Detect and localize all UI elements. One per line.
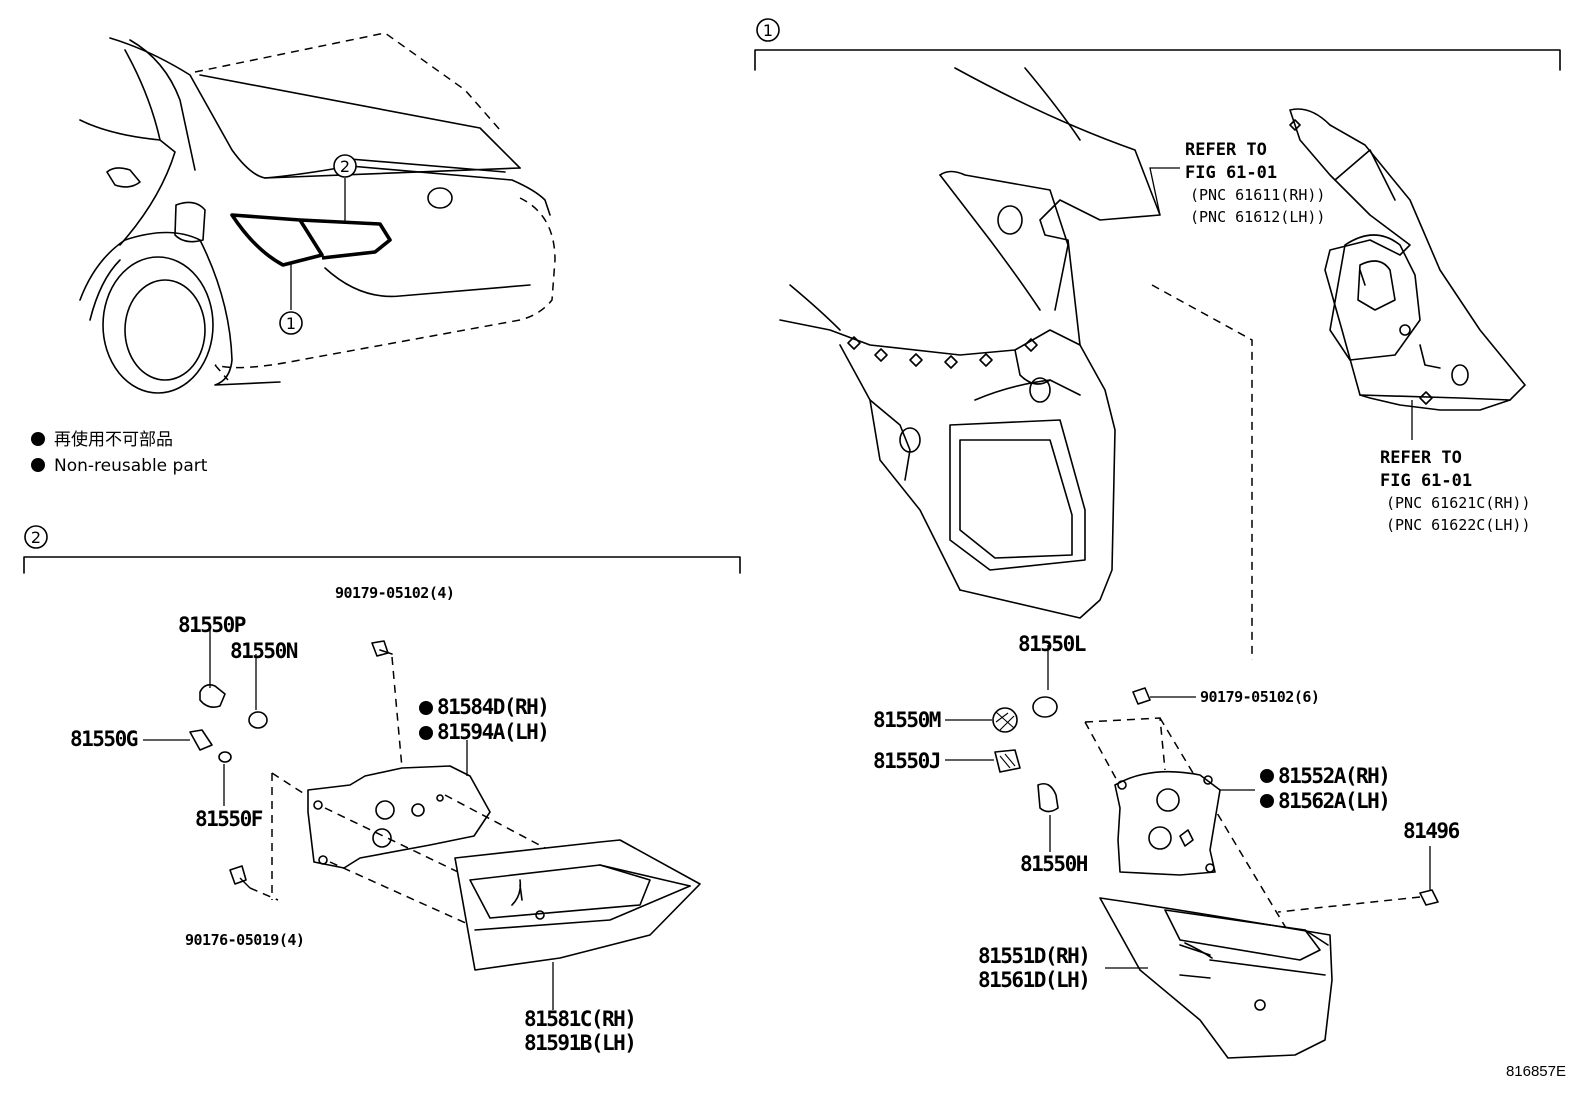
label-81591B-LH: 81591B(LH) bbox=[524, 1031, 635, 1055]
label-81550M: 81550M bbox=[873, 708, 941, 732]
label-90176-05019-4: 90176-05019(4) bbox=[185, 931, 304, 949]
label-81550P: 81550P bbox=[178, 613, 246, 637]
refer-1-line2: FIG 61-01 bbox=[1185, 163, 1277, 183]
refer-1-pnc-lh: (PNC 61612(LH)) bbox=[1190, 208, 1325, 226]
label-81550N: 81550N bbox=[230, 639, 298, 663]
label-81550H: 81550H bbox=[1020, 852, 1088, 876]
label-81496: 81496 bbox=[1403, 819, 1460, 843]
overview-callout-2: 2 bbox=[340, 157, 350, 176]
label-81550J: 81550J bbox=[873, 749, 940, 773]
vehicle-overview: 2 1 bbox=[79, 32, 556, 394]
refer-2-pnc-rh: (PNC 61621C(RH)) bbox=[1386, 494, 1531, 512]
label-81581C-RH: 81581C(RH) bbox=[524, 1007, 635, 1031]
refer-1-line1: REFER TO bbox=[1185, 140, 1267, 160]
refer-1-pnc-rh: (PNC 61611(RH)) bbox=[1190, 186, 1325, 204]
non-reusable-dot-icon bbox=[31, 432, 45, 446]
label-81552A-RH: 81552A(RH) bbox=[1278, 764, 1389, 788]
section-2-callout: 2 bbox=[31, 528, 41, 547]
section-2: 2 90179-05102(4) 81550P 81550N 81550G 81… bbox=[23, 525, 741, 1055]
label-81594A-LH: 81594A(LH) bbox=[437, 720, 548, 744]
label-81550F: 81550F bbox=[195, 807, 263, 831]
label-81550L: 81550L bbox=[1018, 632, 1086, 656]
illustration-id: 816857E bbox=[1506, 1063, 1566, 1080]
label-81550G: 81550G bbox=[70, 727, 138, 751]
label-90179-05102-4: 90179-05102(4) bbox=[335, 584, 454, 602]
legend-en: Non-reusable part bbox=[54, 456, 208, 476]
refer-2-pnc-lh: (PNC 61622C(LH)) bbox=[1386, 516, 1531, 534]
label-81561D-LH: 81561D(LH) bbox=[978, 968, 1089, 992]
section-1: 1 REFER TO FIG 61-01 (PNC 61611(RH)) (PN… bbox=[754, 18, 1561, 1059]
label-81562A-LH: 81562A(LH) bbox=[1278, 789, 1389, 813]
legend: 再使用不可部品 Non-reusable part bbox=[31, 429, 208, 476]
section-1-callout: 1 bbox=[763, 21, 773, 40]
refer-2-line1: REFER TO bbox=[1380, 448, 1462, 468]
non-reusable-dot-icon bbox=[31, 458, 45, 472]
refer-2-line2: FIG 61-01 bbox=[1380, 471, 1472, 491]
legend-jp: 再使用不可部品 bbox=[54, 429, 173, 450]
label-81584D-RH: 81584D(RH) bbox=[437, 695, 548, 719]
label-81551D-RH: 81551D(RH) bbox=[978, 944, 1089, 968]
overview-callout-1: 1 bbox=[286, 314, 296, 333]
label-90179-05102-6: 90179-05102(6) bbox=[1200, 688, 1319, 706]
